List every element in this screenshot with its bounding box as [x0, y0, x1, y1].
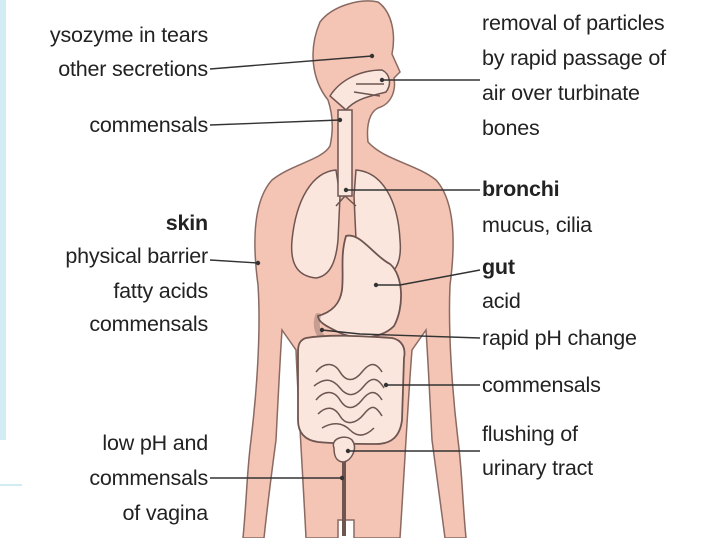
intestine-icon — [298, 336, 405, 444]
label-vagina-2: commensals — [89, 465, 208, 492]
label-skin-2: fatty acids — [113, 278, 208, 305]
leader-gut-dot — [374, 283, 378, 287]
label-nose-3: air over turbinate — [482, 80, 640, 107]
label-bronchi-title: bronchi — [482, 176, 559, 203]
label-commensals-throat: commensals — [89, 112, 208, 139]
label-urinary-2: urinary tract — [482, 455, 593, 482]
leader-urinary-dot — [346, 449, 350, 453]
label-commensals-intestine: commensals — [482, 372, 601, 399]
label-urinary-1: flushing of — [482, 421, 578, 448]
label-vagina-1: low pH and — [102, 430, 208, 457]
label-nose-2: by rapid passage of — [482, 45, 666, 72]
label-lysozyme-1: ysozyme in tears — [50, 22, 208, 49]
label-gut-title: gut — [482, 254, 515, 281]
leader-vagina-dot — [340, 476, 344, 480]
label-nose-4: bones — [482, 115, 540, 142]
leader-commensals-throat — [210, 120, 340, 125]
leader-commensals-intestine-dot — [384, 383, 388, 387]
label-ph-change: rapid pH change — [482, 325, 637, 352]
leader-nose-dot — [380, 78, 384, 82]
label-skin-1: physical barrier — [65, 243, 208, 270]
leader-bronchi-dot — [344, 188, 348, 192]
label-bronchi-1: mucus, cilia — [482, 212, 592, 239]
label-skin-title: skin — [166, 210, 208, 237]
label-lysozyme-2: other secretions — [58, 56, 208, 83]
leader-commensals-throat-dot — [338, 118, 342, 122]
label-gut-1: acid — [482, 288, 521, 315]
leader-lysozyme-dot — [370, 54, 374, 58]
label-vagina-3: of vagina — [123, 500, 208, 527]
leader-ph-dot — [320, 328, 324, 332]
leader-skin — [210, 260, 258, 263]
leader-skin-dot — [256, 261, 260, 265]
label-nose-1: removal of particles — [482, 10, 664, 37]
label-skin-3: commensals — [89, 311, 208, 338]
